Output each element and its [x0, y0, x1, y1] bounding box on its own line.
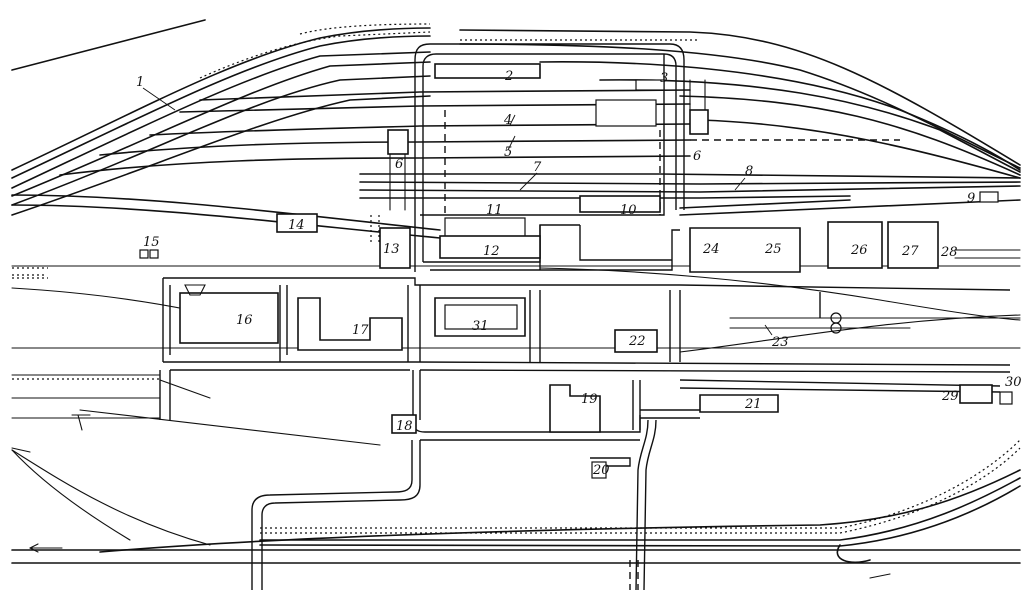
label-21: 21 — [744, 397, 762, 412]
label-28: 28 — [940, 245, 958, 260]
label-6-right: 6 — [693, 149, 701, 164]
building-31-inner — [444, 304, 518, 330]
label-19: 19 — [581, 392, 598, 407]
building-11 — [444, 217, 526, 239]
building-17 — [297, 297, 403, 351]
leader-lines — [142, 87, 773, 336]
label-6-left: 6 — [395, 157, 403, 172]
building-16 — [179, 292, 279, 344]
label-9: 9 — [967, 191, 975, 206]
label-18: 18 — [396, 419, 413, 434]
label-11: 11 — [486, 203, 503, 218]
label-30: 30 — [1005, 375, 1022, 390]
label-3: 3 — [660, 71, 668, 86]
building-14 — [276, 213, 318, 233]
building-9 — [979, 191, 999, 203]
building-3 — [635, 79, 665, 91]
label-29: 29 — [941, 389, 959, 404]
building-6-left — [387, 129, 409, 155]
building-30 — [999, 391, 1013, 405]
label-17: 17 — [352, 323, 369, 338]
building-21 — [699, 394, 779, 413]
label-16: 16 — [236, 313, 253, 328]
label-22: 22 — [628, 334, 646, 349]
building-15b — [149, 249, 159, 259]
road-network — [159, 43, 1011, 590]
building-20 — [591, 461, 607, 479]
label-2: 2 — [504, 69, 513, 84]
upper-main-tracks — [11, 19, 700, 216]
label-10: 10 — [620, 203, 637, 218]
lower-left-tracks — [11, 374, 381, 546]
label-13: 13 — [383, 242, 400, 257]
misc-marks — [11, 249, 1021, 453]
label-5: 5 — [504, 145, 512, 160]
building-18 — [391, 414, 417, 434]
label-23: 23 — [771, 335, 789, 350]
upper-right-tracks — [459, 29, 1021, 179]
label-31: 31 — [472, 319, 489, 334]
label-4: 4 — [503, 113, 512, 128]
lower-main-tracks — [11, 439, 1021, 579]
label-1: 1 — [136, 75, 144, 90]
building-12 — [439, 235, 541, 259]
label-25: 25 — [764, 242, 782, 257]
building-22 — [614, 329, 658, 353]
label-7: 7 — [533, 160, 542, 175]
building-10 — [579, 195, 661, 213]
label-15: 15 — [143, 235, 160, 250]
label-20: 20 — [592, 463, 610, 478]
building-19 — [549, 384, 601, 433]
buildings — [139, 63, 1013, 479]
label-14: 14 — [288, 218, 305, 233]
label-26: 26 — [850, 243, 868, 258]
label-12: 12 — [483, 244, 500, 259]
building-15a — [139, 249, 149, 259]
label-24: 24 — [702, 242, 720, 257]
building-27 — [887, 221, 939, 269]
middle-through-tracks — [11, 265, 1021, 353]
building-2 — [434, 63, 541, 79]
building-26 — [827, 221, 883, 269]
building-24 — [689, 227, 801, 273]
building-13 — [379, 227, 411, 269]
label-8: 8 — [745, 164, 753, 179]
building-4-block — [595, 99, 657, 127]
figure-labels: 1 2 3 4 5 6 6 7 8 9 10 11 12 13 14 15 16… — [136, 69, 1022, 478]
building-29 — [959, 384, 993, 404]
central-yard-tracks — [11, 89, 1021, 239]
label-27: 27 — [901, 244, 919, 259]
building-6-right — [689, 109, 709, 135]
